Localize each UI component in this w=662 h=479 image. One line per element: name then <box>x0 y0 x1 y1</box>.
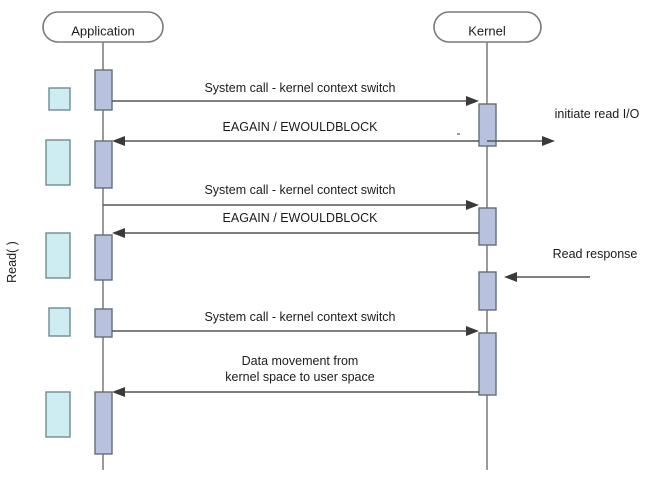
annotation-read-response[interactable]: Read response <box>504 247 637 282</box>
state-box[interactable] <box>45 391 71 438</box>
arrow-head-right <box>466 200 479 210</box>
header-kernel-label: Kernel <box>468 23 506 38</box>
state-box[interactable] <box>45 232 71 279</box>
activation-bar[interactable] <box>478 271 497 311</box>
activation-bar[interactable] <box>94 234 113 281</box>
participant-header-kernel[interactable]: Kernel <box>433 11 542 43</box>
stray-artifact-dot <box>457 133 460 135</box>
state-boxes <box>45 87 71 438</box>
message-label: System call - kernel context switch <box>204 310 395 324</box>
message-data-movement[interactable]: Data movement from kernel space to user … <box>112 354 479 397</box>
activation-bar[interactable] <box>478 103 497 147</box>
state-box[interactable] <box>48 307 71 337</box>
arrow-head-left <box>112 228 125 238</box>
activation-bar[interactable] <box>478 332 497 396</box>
state-box[interactable] <box>45 139 71 186</box>
activation-bar[interactable] <box>94 140 113 189</box>
annotation-label: initiate read I/O <box>555 107 640 121</box>
lifeline-lines <box>102 42 488 470</box>
header-application-shape <box>42 11 164 43</box>
message-eagain-2[interactable]: EAGAIN / EWOULDBLOCK <box>112 211 479 238</box>
header-application-label: Application <box>71 23 135 38</box>
annotation-label: Read response <box>553 247 638 261</box>
read-call-bracket-label: Read( ) <box>5 241 19 283</box>
arrow-head-right <box>466 326 479 336</box>
arrow-head-left <box>504 272 517 282</box>
message-label: System call - kernel context switch <box>204 81 395 95</box>
activation-bar[interactable] <box>478 207 497 246</box>
message-label-line-2: kernel space to user space <box>225 370 374 384</box>
message-syscall-3[interactable]: System call - kernel context switch <box>112 310 479 336</box>
activation-bar[interactable] <box>94 391 113 455</box>
message-syscall-1[interactable]: System call - kernel context switch <box>112 81 479 106</box>
header-kernel-shape <box>433 11 542 43</box>
annotation-initiate-read-io[interactable]: initiate read I/O <box>487 107 640 146</box>
arrow-head-left <box>112 136 125 146</box>
state-box[interactable] <box>48 87 71 111</box>
arrow-head-left <box>112 387 125 397</box>
arrow-head-right <box>542 136 555 146</box>
activation-bar[interactable] <box>94 69 113 111</box>
message-label: EAGAIN / EWOULDBLOCK <box>223 120 379 134</box>
activation-bar[interactable] <box>94 308 113 338</box>
vertical-axis-label: Read( ) <box>5 241 19 283</box>
activation-bars-kernel <box>478 103 497 396</box>
message-label: System call - kernel contect switch <box>204 183 395 197</box>
participant-header-application[interactable]: Application <box>42 11 164 43</box>
message-label: EAGAIN / EWOULDBLOCK <box>223 211 379 225</box>
message-syscall-2[interactable]: System call - kernel contect switch <box>103 183 479 210</box>
message-label-line-1: Data movement from <box>242 354 359 368</box>
activation-bars-application <box>94 69 113 455</box>
arrow-head-right <box>466 96 479 106</box>
message-eagain-1[interactable]: EAGAIN / EWOULDBLOCK <box>112 120 479 146</box>
